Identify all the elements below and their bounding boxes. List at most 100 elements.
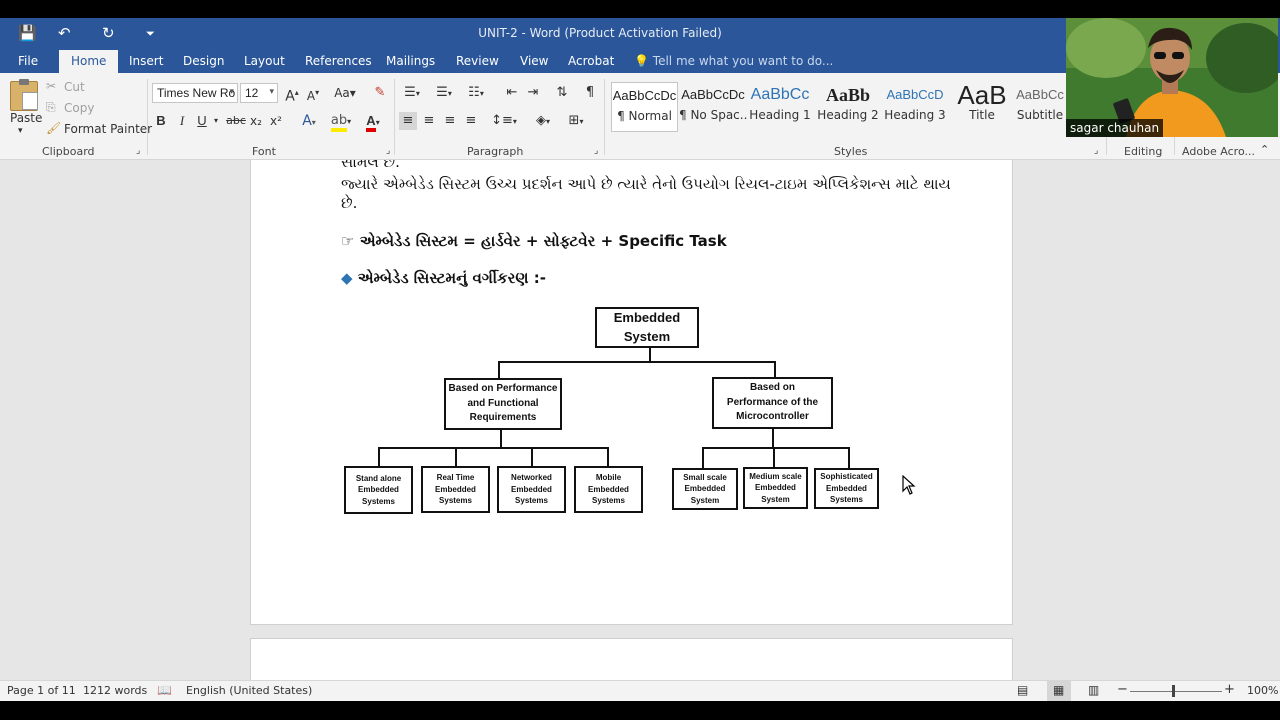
- borders-icon[interactable]: ⊞▾: [568, 113, 584, 128]
- paragraph-launcher-icon[interactable]: ⌟: [594, 146, 599, 156]
- text-line-partial: સામેલ છે.: [341, 160, 400, 169]
- zoom-out-icon[interactable]: −: [1117, 682, 1128, 697]
- paste-dropdown-icon[interactable]: ▾: [18, 126, 23, 136]
- align-right-icon[interactable]: ≡: [444, 113, 456, 128]
- paste-button[interactable]: Paste: [10, 111, 43, 125]
- copy-button[interactable]: Copy: [64, 101, 95, 115]
- highlight-icon[interactable]: ab▾: [328, 112, 354, 132]
- language-status[interactable]: English (United States): [186, 684, 313, 697]
- copy-icon: ⎘: [46, 100, 56, 114]
- style-preview: AaBbCc: [750, 86, 810, 103]
- font-name-combo[interactable]: Times New Ro▾: [152, 83, 238, 103]
- italic-button[interactable]: I: [179, 113, 185, 128]
- diamond-bullet-icon: ◆: [341, 269, 353, 287]
- tab-design[interactable]: Design: [183, 54, 225, 68]
- align-left-icon[interactable]: ≡: [399, 112, 417, 130]
- tab-insert[interactable]: Insert: [129, 54, 164, 68]
- collapse-ribbon-icon[interactable]: ⌃: [1260, 143, 1270, 156]
- adobe-acrobat-label[interactable]: Adobe Acro...: [1182, 145, 1255, 158]
- page-count[interactable]: Page 1 of 11: [7, 684, 76, 697]
- strikethrough-button[interactable]: abc: [226, 114, 246, 127]
- repeat-icon[interactable]: ↻: [102, 24, 115, 42]
- text-effects-icon[interactable]: A▾: [302, 113, 316, 129]
- zoom-level[interactable]: 100%: [1247, 684, 1279, 697]
- diagram-category-right: Based on Performance of the Microcontrol…: [712, 377, 833, 429]
- diagram-leaf-box: Networked Embedded Systems: [497, 466, 566, 513]
- connector-line: [498, 361, 500, 379]
- style-preview: AaBbCcDc: [612, 88, 677, 103]
- print-layout-button[interactable]: ▦: [1047, 681, 1071, 701]
- customize-qat-icon[interactable]: ⏷: [146, 27, 155, 40]
- style-heading-3[interactable]: AaBbCcD Heading 3: [881, 82, 949, 132]
- web-layout-icon[interactable]: ▥: [1088, 683, 1100, 697]
- change-case-button[interactable]: Aa▾: [334, 86, 356, 100]
- style-no-spacing[interactable]: AaBbCcDc ¶ No Spac...: [679, 82, 747, 132]
- tab-file[interactable]: File: [18, 54, 39, 68]
- cut-icon: ✂: [46, 79, 57, 93]
- tab-mailings[interactable]: Mailings: [386, 54, 436, 68]
- style-heading-1[interactable]: AaBbCc Heading 1: [746, 82, 814, 132]
- style-preview: AaBbCcD: [886, 87, 944, 102]
- subscript-button[interactable]: x₂: [250, 114, 262, 128]
- tab-layout[interactable]: Layout: [244, 54, 285, 68]
- font-color-icon[interactable]: A▾: [360, 112, 386, 132]
- justify-icon[interactable]: ≡: [465, 113, 477, 128]
- save-icon[interactable]: 💾: [18, 24, 37, 42]
- chevron-down-icon[interactable]: ▾: [213, 116, 218, 125]
- zoom-slider[interactable]: [1130, 691, 1222, 692]
- styles-launcher-icon[interactable]: ⌟: [1094, 146, 1099, 156]
- connector-line: [498, 361, 775, 363]
- font-size-combo[interactable]: 12▾: [240, 83, 278, 103]
- change-case-label: Aa: [334, 86, 350, 100]
- cut-button[interactable]: Cut: [64, 80, 85, 94]
- style-subtitle[interactable]: AaBbCc Subtitle: [1015, 82, 1065, 132]
- editing-label[interactable]: Editing: [1124, 145, 1163, 158]
- align-center-icon[interactable]: ≡: [423, 113, 435, 128]
- connector-line: [774, 361, 776, 379]
- style-name: Heading 1: [749, 108, 811, 122]
- style-heading-2[interactable]: AaBb Heading 2: [814, 82, 882, 132]
- tell-me-search[interactable]: 💡 Tell me what you want to do...: [634, 54, 833, 68]
- zoom-in-icon[interactable]: +: [1224, 682, 1235, 697]
- tab-home[interactable]: Home: [59, 50, 119, 74]
- font-launcher-icon[interactable]: ⌟: [386, 146, 391, 156]
- numbering-icon[interactable]: ☰▾: [436, 85, 452, 100]
- status-bar: Page 1 of 11 1212 words 📖 English (Unite…: [0, 680, 1280, 701]
- show-formatting-icon[interactable]: ¶: [585, 85, 595, 100]
- decrease-indent-icon[interactable]: ⇤: [506, 85, 518, 100]
- clipboard-launcher-icon[interactable]: ⌟: [136, 146, 141, 156]
- underline-button[interactable]: U: [197, 113, 207, 128]
- tab-acrobat[interactable]: Acrobat: [568, 54, 615, 68]
- tell-me-text: Tell me what you want to do...: [652, 54, 834, 68]
- tab-review[interactable]: Review: [456, 54, 499, 68]
- shrink-font-icon[interactable]: A▾: [306, 88, 320, 103]
- superscript-button[interactable]: x²: [270, 114, 282, 128]
- shading-icon[interactable]: ◈▾: [535, 113, 550, 128]
- line-spacing-icon[interactable]: ↕≡▾: [491, 113, 517, 128]
- increase-indent-icon[interactable]: ⇥: [527, 85, 539, 100]
- connector-line: [772, 428, 774, 447]
- multilevel-list-icon[interactable]: ☷▾: [468, 85, 484, 100]
- style-normal[interactable]: AaBbCcDc ¶ Normal: [611, 82, 678, 132]
- tab-references[interactable]: References: [305, 54, 372, 68]
- sort-icon[interactable]: ⇅: [556, 85, 568, 100]
- zoom-slider-thumb[interactable]: [1172, 685, 1175, 697]
- undo-icon[interactable]: ↶: [58, 24, 71, 42]
- format-painter-button[interactable]: Format Painter: [64, 122, 153, 136]
- paste-icon[interactable]: [10, 79, 38, 111]
- grow-font-icon[interactable]: A▴: [285, 88, 299, 105]
- style-title[interactable]: AaB Title: [948, 82, 1016, 132]
- read-mode-icon[interactable]: ▤: [1017, 683, 1029, 697]
- proofing-icon[interactable]: 📖: [157, 683, 172, 697]
- clear-formatting-icon[interactable]: ✎: [374, 85, 386, 100]
- bold-button[interactable]: B: [156, 113, 166, 128]
- connector-line: [455, 447, 457, 467]
- paragraph-label: Paragraph: [467, 145, 524, 158]
- style-preview: AaBbCc: [1016, 87, 1064, 102]
- style-preview: AaBb: [825, 85, 870, 105]
- word-count[interactable]: 1212 words: [83, 684, 148, 697]
- bullets-icon[interactable]: ☰▾: [404, 85, 420, 100]
- diagram-leaf-box: Real Time Embedded Systems: [421, 466, 490, 513]
- tab-view[interactable]: View: [520, 54, 549, 68]
